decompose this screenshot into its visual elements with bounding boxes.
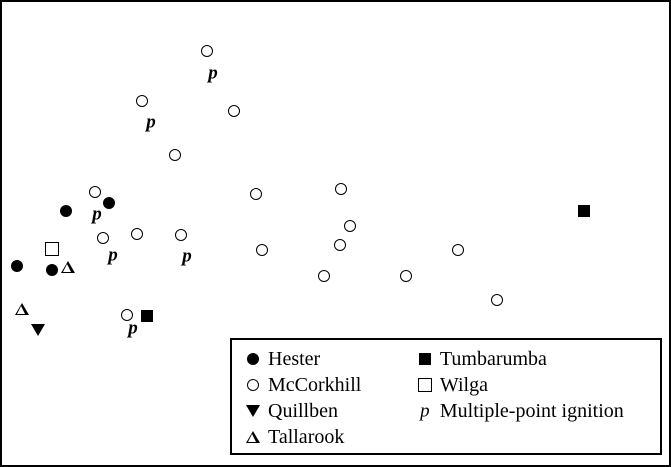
open-triangle-up-marker bbox=[61, 261, 75, 273]
legend-entry: Wilga bbox=[416, 372, 660, 398]
filled-square-marker bbox=[141, 310, 153, 322]
open-circle-marker bbox=[491, 294, 503, 306]
open-square-icon bbox=[416, 372, 440, 398]
filled-square-icon bbox=[416, 346, 440, 372]
open-circle-icon bbox=[247, 379, 259, 391]
filled-circle-icon bbox=[244, 346, 268, 372]
open-square-icon bbox=[417, 378, 432, 392]
open-circle-marker bbox=[400, 270, 412, 282]
open-circle-marker bbox=[131, 228, 143, 240]
legend-entry: p Multiple-point ignition bbox=[416, 398, 660, 424]
open-triangle-up-marker bbox=[15, 303, 29, 315]
legend-label: Tallarook bbox=[268, 426, 345, 448]
open-circle-marker bbox=[256, 244, 268, 256]
multiple-point-ignition-label: p bbox=[208, 62, 218, 84]
p-glyph-icon: p bbox=[416, 398, 440, 424]
multiple-point-ignition-label: p bbox=[182, 245, 192, 267]
legend-label: Multiple-point ignition bbox=[439, 400, 624, 422]
filled-circle-marker bbox=[60, 205, 72, 217]
open-circle-marker bbox=[121, 309, 133, 321]
open-circle-marker bbox=[250, 188, 262, 200]
open-triangle-up-icon bbox=[246, 431, 260, 443]
filled-square-icon bbox=[418, 353, 431, 365]
open-circle-icon bbox=[244, 372, 268, 398]
open-circle-marker bbox=[344, 220, 356, 232]
legend-label: McCorkhill bbox=[268, 374, 362, 396]
open-circle-marker bbox=[136, 95, 148, 107]
open-circle-marker bbox=[452, 244, 464, 256]
legend-label: Wilga bbox=[439, 374, 488, 396]
legend-label: Tumbarumba bbox=[439, 348, 547, 370]
legend-entry: Tumbarumba bbox=[416, 346, 660, 372]
open-square-marker bbox=[45, 242, 59, 256]
filled-triangle-down-marker bbox=[31, 324, 45, 336]
legend-label: Quillben bbox=[268, 400, 338, 422]
open-circle-marker bbox=[228, 105, 240, 117]
filled-square-marker bbox=[578, 205, 590, 217]
open-circle-marker bbox=[318, 270, 330, 282]
multiple-point-ignition-label: p bbox=[92, 203, 102, 225]
multiple-point-ignition-label: p bbox=[146, 111, 156, 133]
multiple-point-ignition-label: p bbox=[128, 317, 138, 339]
open-circle-marker bbox=[335, 183, 347, 195]
filled-circle-marker bbox=[46, 264, 58, 276]
filled-circle-icon bbox=[247, 353, 259, 365]
open-circle-marker bbox=[89, 186, 101, 198]
open-circle-marker bbox=[169, 149, 181, 161]
open-triangle-up-icon bbox=[244, 424, 268, 450]
filled-triangle-down-icon bbox=[244, 398, 268, 424]
open-circle-marker bbox=[97, 232, 109, 244]
legend-entry: McCorkhill bbox=[244, 372, 414, 398]
legend-entry: Hester bbox=[244, 346, 414, 372]
multiple-point-ignition-label: p bbox=[108, 244, 118, 266]
filled-circle-marker bbox=[11, 260, 23, 272]
legend-label: Hester bbox=[268, 348, 321, 370]
filled-triangle-down-icon bbox=[246, 405, 260, 417]
open-circle-marker bbox=[175, 229, 187, 241]
legend-entry: Quillben bbox=[244, 398, 414, 424]
filled-circle-marker bbox=[103, 197, 115, 209]
legend-entry: Tallarook bbox=[244, 424, 414, 450]
open-circle-marker bbox=[334, 239, 346, 251]
open-circle-marker bbox=[201, 45, 213, 57]
p-glyph: p bbox=[420, 400, 430, 422]
